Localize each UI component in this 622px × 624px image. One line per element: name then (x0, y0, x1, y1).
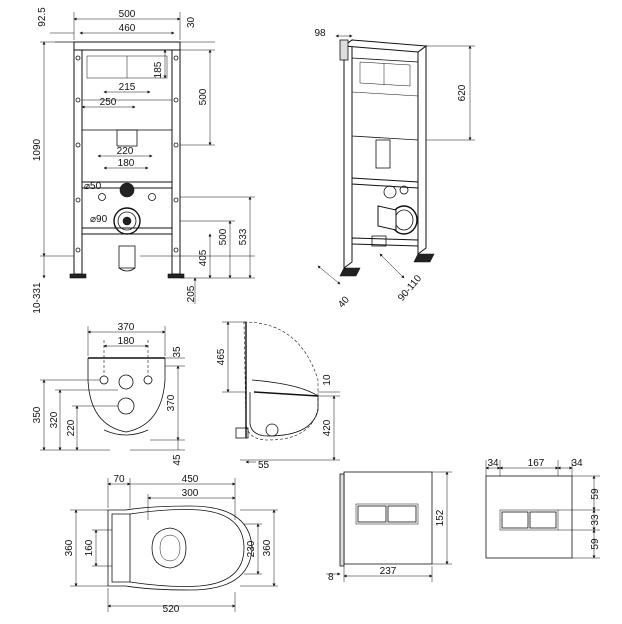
dim-167: 167 (528, 458, 545, 469)
dim-35: 35 (172, 346, 183, 358)
dim-360r: 360 (262, 539, 273, 556)
dim-465: 465 (216, 348, 227, 365)
dim-10-331: 10-331 (32, 282, 43, 314)
dim-500v: 500 (198, 88, 209, 105)
frame-isometric-view: 98 620 40 90-110 (314, 28, 475, 310)
dim-10: 10 (322, 374, 333, 386)
dim-185: 185 (153, 61, 164, 78)
bowl-side-view: 465 10 420 55 (216, 321, 340, 471)
dim-500: 500 (119, 9, 136, 20)
dim-405: 405 (198, 249, 209, 266)
dim-350: 350 (32, 406, 43, 423)
dim-620: 620 (457, 84, 468, 101)
dim-34b: 34 (571, 458, 583, 469)
dim-90-110: 90-110 (396, 273, 424, 304)
dim-533: 533 (238, 228, 249, 245)
dim-70: 70 (113, 474, 125, 485)
dim-500b: 500 (218, 228, 229, 245)
dim-460: 460 (119, 23, 136, 34)
dim-1090: 1090 (32, 138, 43, 161)
dim-237: 237 (380, 566, 397, 577)
button-front-view: 34 167 34 59 33 59 (485, 458, 601, 559)
button-plate-view: 152 237 8 (326, 471, 452, 583)
dim-220: 220 (117, 146, 134, 157)
dim-45: 45 (172, 454, 183, 466)
dim-220: 220 (66, 419, 77, 436)
dim-300: 300 (182, 488, 199, 499)
dim-55: 55 (258, 460, 270, 471)
dim-370: 370 (118, 322, 135, 333)
dim-320: 320 (49, 411, 60, 428)
dim-250: 250 (100, 97, 117, 108)
dim-450: 450 (182, 474, 199, 485)
dim-160: 160 (84, 539, 95, 556)
dim-92-5: 92.5 (37, 7, 48, 27)
dim-420: 420 (322, 419, 333, 436)
dim-33: 33 (590, 514, 601, 526)
dim-34a: 34 (487, 458, 499, 469)
dim-d90: ⌀90 (90, 214, 108, 225)
dim-59b: 59 (590, 538, 601, 550)
frame-front-view: 500 460 92.5 30 185 500 215 250 220 180 … (32, 7, 255, 314)
dim-370v: 370 (166, 394, 177, 411)
dim-8: 8 (328, 572, 334, 583)
dim-98: 98 (314, 28, 326, 39)
dim-180: 180 (118, 158, 135, 169)
dim-30: 30 (186, 16, 197, 28)
dim-230: 230 (246, 540, 257, 557)
dim-520: 520 (163, 604, 180, 615)
dim-59a: 59 (590, 488, 601, 500)
bowl-back-view: 370 180 35 370 45 350 320 220 (32, 322, 185, 466)
dim-40: 40 (336, 294, 352, 310)
bowl-top-view: 70 450 300 360 160 230 360 520 (64, 474, 278, 615)
dim-d50: ⌀50 (84, 181, 102, 192)
dim-180: 180 (118, 336, 135, 347)
dim-360: 360 (64, 539, 75, 556)
dim-215: 215 (119, 82, 136, 93)
dim-205: 205 (186, 285, 197, 302)
dim-152: 152 (435, 509, 446, 526)
